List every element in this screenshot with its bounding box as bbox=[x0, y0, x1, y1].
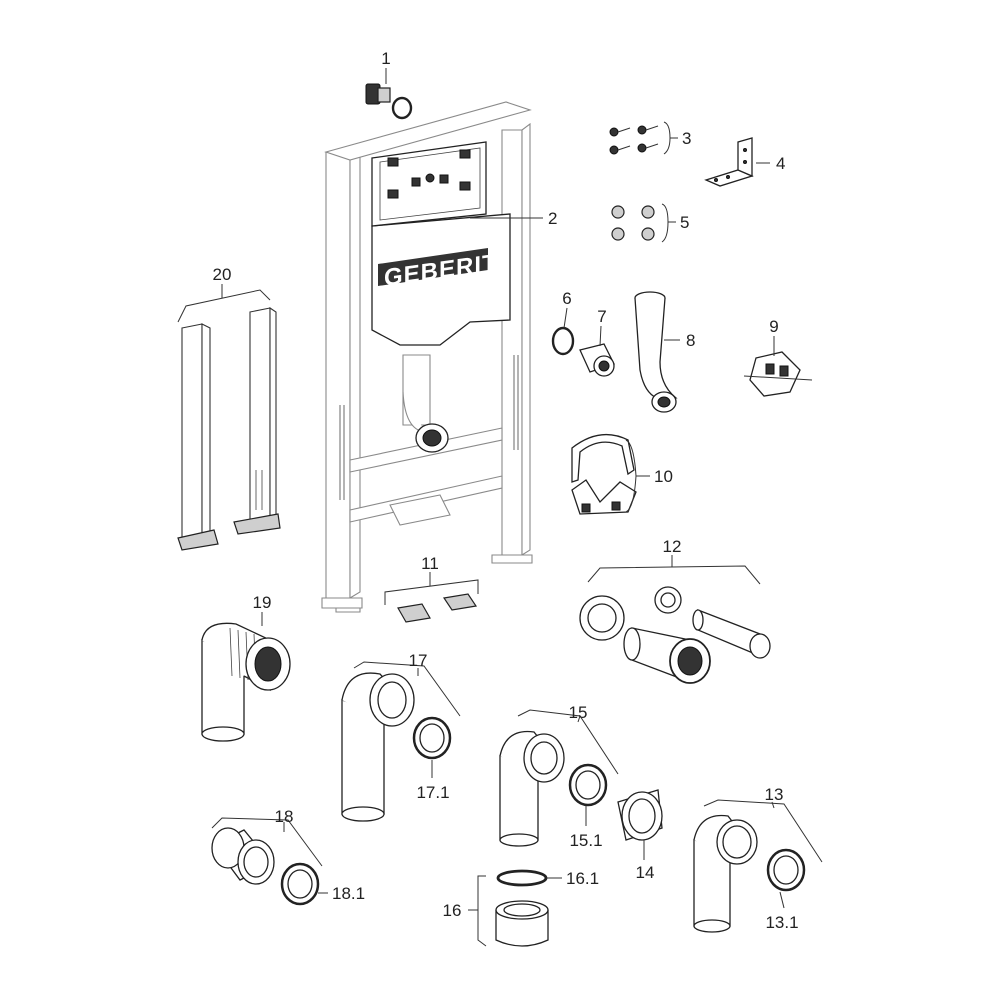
part-17-bend bbox=[341, 672, 415, 822]
part-15-bend bbox=[499, 730, 565, 847]
part-11-anchors bbox=[397, 593, 478, 623]
part-8-flush-bend bbox=[634, 291, 678, 413]
part-3-screws bbox=[609, 125, 659, 155]
part-12-connector-set bbox=[579, 586, 771, 684]
callout-9: 9 bbox=[769, 317, 778, 336]
callout-13-1: 13.1 bbox=[765, 913, 798, 932]
part-17-1-ring bbox=[412, 716, 452, 760]
part-18-1-ring bbox=[280, 862, 320, 906]
callout-11: 11 bbox=[421, 554, 439, 573]
callout-1: 1 bbox=[381, 49, 390, 68]
callout-10: 10 bbox=[654, 467, 673, 486]
part-14-coupling bbox=[617, 789, 663, 841]
leader-lines bbox=[177, 68, 823, 947]
part-16-1-seal bbox=[496, 869, 548, 887]
callout-16: 16 bbox=[443, 901, 462, 920]
part-20-leg-extensions bbox=[177, 306, 281, 551]
part-19-pan-connector bbox=[201, 622, 291, 742]
callout-20: 20 bbox=[213, 265, 232, 284]
callout-18-1: 18.1 bbox=[332, 884, 365, 903]
callout-labels: 1 2 3 4 5 6 7 8 9 10 11 12 13 13.1 14 15… bbox=[213, 49, 799, 932]
callout-14: 14 bbox=[636, 863, 655, 882]
part-6-o-ring bbox=[551, 326, 575, 356]
callout-17: 17 bbox=[409, 651, 428, 670]
callout-17-1: 17.1 bbox=[416, 783, 449, 802]
callout-5: 5 bbox=[680, 213, 689, 232]
part-1-bolt-washer bbox=[365, 83, 413, 120]
part-10-holders bbox=[571, 433, 637, 515]
callout-2: 2 bbox=[548, 209, 557, 228]
callout-3: 3 bbox=[682, 129, 691, 148]
part-7-sleeve bbox=[579, 343, 615, 377]
callout-12: 12 bbox=[663, 537, 682, 556]
part-9-clip bbox=[743, 351, 813, 397]
callout-7: 7 bbox=[597, 307, 606, 326]
part-4-angle-bracket bbox=[704, 137, 754, 187]
callout-13: 13 bbox=[765, 785, 784, 804]
part-16-coupling bbox=[495, 900, 549, 947]
callout-15-1: 15.1 bbox=[569, 831, 602, 850]
callout-16-1: 16.1 bbox=[566, 869, 599, 888]
callout-19: 19 bbox=[253, 593, 272, 612]
callout-6: 6 bbox=[562, 289, 571, 308]
part-5-nuts bbox=[611, 205, 655, 241]
callout-8: 8 bbox=[686, 331, 695, 350]
part-18-connector bbox=[211, 827, 275, 885]
installation-frame: GEBERIT bbox=[321, 101, 533, 613]
callout-4: 4 bbox=[776, 154, 785, 173]
part-15-1-ring bbox=[568, 763, 608, 807]
part-13-1-ring bbox=[766, 848, 806, 892]
callout-15: 15 bbox=[569, 703, 588, 722]
callout-18: 18 bbox=[275, 807, 294, 826]
part-13-bend bbox=[693, 814, 758, 933]
